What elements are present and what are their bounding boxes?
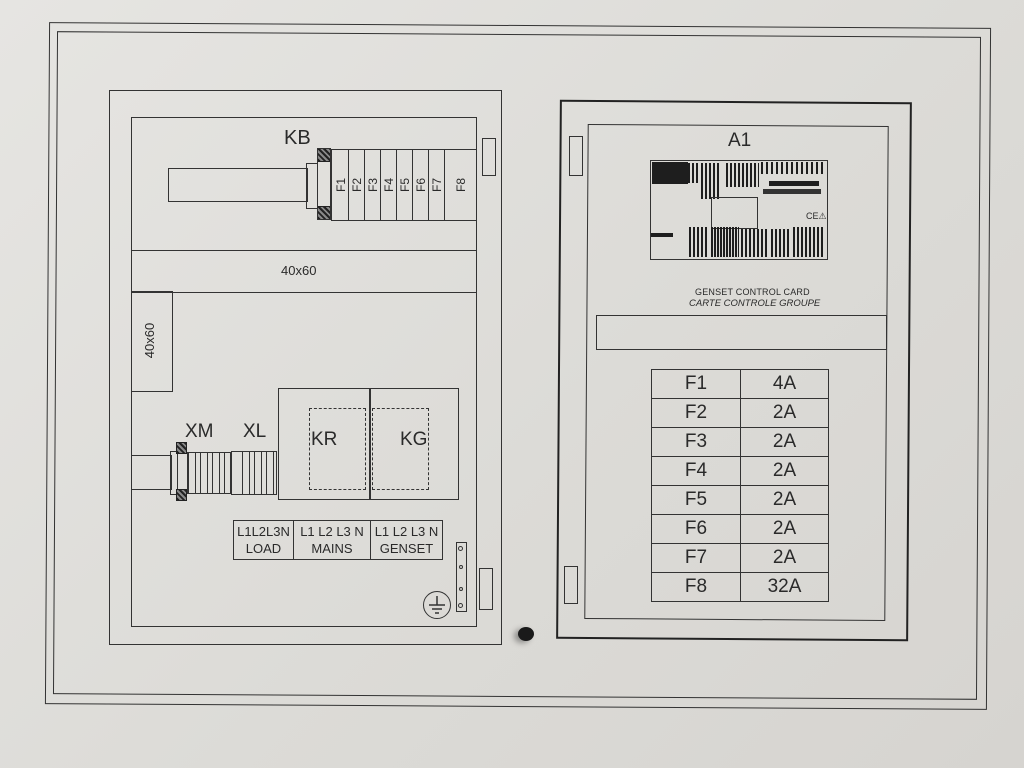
fuse-holder-body	[317, 148, 331, 220]
fuse-cell: F4	[651, 456, 741, 486]
terminal-group-mains: L1 L2 L3 N MAINS	[294, 521, 371, 559]
fuse-label-f2: F2	[350, 177, 365, 193]
terminal-strip-xl	[231, 451, 277, 495]
left-panel-door	[109, 90, 502, 645]
fuse-label-f8: F8	[454, 177, 469, 193]
earth-bar	[456, 542, 467, 612]
label-plate	[596, 315, 887, 350]
fuse-label-f4: F4	[382, 177, 397, 193]
screw-hole	[518, 627, 534, 641]
cable-duct-horizontal	[131, 250, 477, 293]
contactor-label-kr: KR	[311, 429, 338, 450]
fuse-label-f6: F6	[414, 177, 429, 193]
rating-cell: 2A	[740, 427, 829, 457]
terminal-clamp-bottom	[176, 489, 187, 501]
fuse-label-f5: F5	[398, 177, 413, 193]
duct-horizontal-label: 40x60	[281, 263, 317, 278]
din-rail-left	[168, 168, 308, 202]
cable-duct-vertical	[131, 291, 173, 392]
hinge-top-left	[482, 138, 496, 176]
hinge-bottom-right	[564, 566, 578, 604]
control-card-graphic: CE⚠	[650, 160, 828, 260]
duct-vertical-label: 40x60	[142, 322, 158, 359]
hinge-bottom-left	[479, 568, 493, 610]
rating-cell: 2A	[740, 398, 829, 428]
rating-cell: 4A	[740, 369, 829, 399]
fuse-cell: F5	[651, 485, 741, 515]
fuse-label-f7: F7	[430, 177, 445, 193]
terminal-label-xm: XM	[185, 421, 214, 442]
terminal-group-genset: L1 L2 L3 N GENSET	[374, 524, 439, 556]
rating-cell: 32A	[740, 572, 829, 602]
fuse-cell: F3	[651, 427, 741, 457]
rating-cell: 2A	[740, 543, 829, 573]
warning-icon: CE⚠	[806, 211, 827, 221]
fuse-cell: F8	[651, 572, 741, 602]
din-rail-bottom	[131, 455, 172, 490]
contactor-label-kg: KG	[400, 429, 428, 450]
terminal-clamp-top	[176, 442, 187, 454]
fuse-cell: F7	[651, 543, 741, 573]
terminal-end-stop	[170, 451, 178, 495]
card-title: GENSET CONTROL CARD	[695, 287, 810, 297]
rating-cell: 2A	[740, 514, 829, 544]
ground-icon	[423, 591, 451, 619]
fuse-cell: F1	[651, 369, 741, 399]
rating-cell: 2A	[740, 456, 829, 486]
contactor-kg	[372, 408, 429, 490]
terminal-strip-xm	[187, 452, 232, 494]
contactor-divider	[369, 388, 371, 500]
fuse-block-label: KB	[284, 127, 311, 149]
fuse-holders: F1 F2 F3 F4 F5 F6 F7 F8	[331, 149, 477, 221]
card-subtitle: CARTE CONTROLE GROUPE	[689, 298, 821, 309]
fuse-cell: F2	[651, 398, 741, 428]
contactor-kr	[309, 408, 366, 490]
contactor-area	[278, 388, 459, 500]
fuse-label-f3: F3	[366, 177, 381, 193]
terminal-group-load: L1L2L3N LOAD	[234, 521, 294, 559]
rating-cell: 2A	[740, 485, 829, 515]
fuse-label-f1: F1	[334, 177, 349, 193]
terminal-groups-table: L1L2L3N LOAD L1 L2 L3 N MAINS L1 L2 L3 N…	[233, 520, 443, 560]
terminal-label-xl: XL	[243, 421, 267, 442]
hinge-top-right	[569, 136, 583, 176]
module-label: A1	[728, 130, 752, 151]
fuse-cell: F6	[651, 514, 741, 544]
